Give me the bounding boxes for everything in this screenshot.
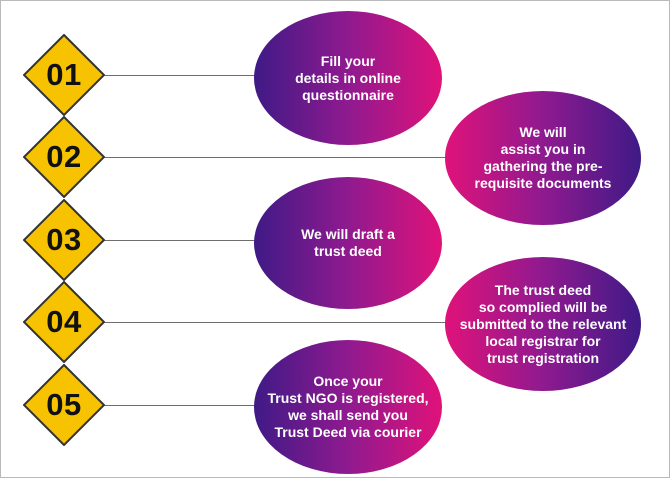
- connector-line-4: [101, 322, 449, 323]
- step-5-bubble: Once your Trust NGO is registered, we sh…: [254, 340, 442, 474]
- step-4-bubble: The trust deed so complied will be submi…: [445, 257, 641, 391]
- step-2-text: We will assist you in gathering the pre-…: [474, 124, 612, 191]
- step-3-bubble: We will draft a trust deed: [254, 177, 442, 309]
- step-1-text: Fill your details in online questionnair…: [295, 52, 401, 103]
- diamond-shape: [23, 34, 105, 116]
- diamond-shape: [23, 199, 105, 281]
- step-3-number: 03: [46, 222, 82, 257]
- step-5-number: 05: [46, 387, 82, 422]
- step-4-text: The trust deed so complied will be submi…: [459, 281, 627, 366]
- connector-line-1: [101, 75, 261, 76]
- connector-line-5: [101, 405, 261, 406]
- diamond-shape: [23, 281, 105, 363]
- step-1-number: 01: [46, 57, 82, 92]
- step-3-diamond: 03: [23, 199, 105, 281]
- step-4-number: 04: [46, 304, 82, 339]
- step-2-diamond: 02: [23, 116, 105, 198]
- step-1-diamond: 01: [23, 34, 105, 116]
- step-1-bubble: Fill your details in online questionnair…: [254, 11, 442, 145]
- connector-line-3: [101, 240, 261, 241]
- step-5-diamond: 05: [23, 364, 105, 446]
- step-2-bubble: We will assist you in gathering the pre-…: [445, 91, 641, 225]
- step-2-number: 02: [46, 139, 82, 174]
- step-3-text: We will draft a trust deed: [301, 226, 395, 259]
- connector-line-2: [101, 157, 449, 158]
- diamond-shape: [23, 116, 105, 198]
- step-5-text: Once your Trust NGO is registered, we sh…: [267, 373, 429, 440]
- step-4-diamond: 04: [23, 281, 105, 363]
- diamond-shape: [23, 364, 105, 446]
